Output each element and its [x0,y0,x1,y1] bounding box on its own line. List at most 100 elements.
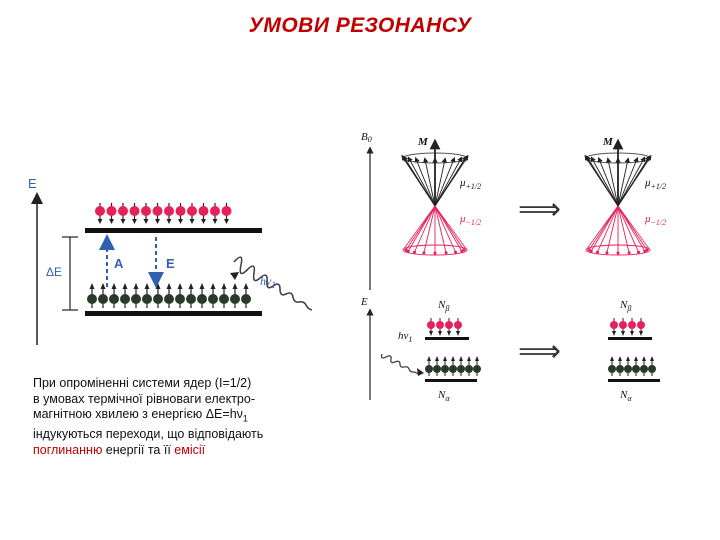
upper-spin-nucleus [198,206,209,216]
mu-minus-vector-tip [595,250,599,254]
mu-plus-vector [586,155,619,207]
upper-spin-arrowhead [212,219,218,224]
alpha-spin-arrowhead [459,356,463,361]
photon-label-left: hν1 [260,274,276,290]
beta-spin-arrowhead [429,331,433,336]
upper-spin-arrowhead [97,219,103,224]
mu-minus-vector [606,205,619,253]
caption-line-4: індукуються переходи, що відповідають [33,427,264,441]
alpha-spin-arrowhead [610,356,614,361]
lower-spin-nucleus [87,294,97,304]
alpha-spin-arrowhead [451,356,455,361]
mu-minus-vector-tip [627,251,631,255]
mu-plus-label-1: μ+1/2 [459,177,481,191]
mu-plus-vector [434,156,463,207]
caption-text: При опроміненні системи ядер (І=1/2) в у… [33,376,333,458]
mu-minus-vector [617,205,648,251]
alpha-level [425,379,477,382]
upper-spin-nucleus [106,206,117,216]
photon-wave-left [233,256,313,311]
mu-minus-vector-tip [406,249,410,253]
mu-minus-vector-tip [433,251,437,255]
energy-level-diagram: E ΔE A E hν1 [28,176,313,345]
mu-minus-vector-tip [422,251,426,255]
mu-minus-vector [434,205,447,253]
emission-term: емісії [174,442,206,457]
beta-spin-arrowhead [438,331,442,336]
mu-plus-vector [590,156,619,207]
upper-spin-nucleus [221,206,232,216]
lower-spin-arrowhead [177,283,183,289]
beta-spin-nucleus [637,321,645,329]
mu-minus-vector-tip [645,248,649,252]
alpha-spin-nucleus [425,365,433,373]
beta-spin-arrowhead [612,331,616,336]
alpha-spin-nucleus [632,365,640,373]
mu-minus-vector-tip [462,248,466,252]
upper-spin-arrowhead [166,219,172,224]
alpha-spin-arrowhead [475,356,479,361]
lower-spin-arrowhead [243,283,249,289]
mu-plus-vector [434,157,447,207]
alpha-spin-nucleus [441,365,449,373]
lower-spin-nucleus [241,294,251,304]
transition-arrow-bottom: ⟹ [518,335,561,368]
absorption-label: A [114,256,124,271]
beta-spin-arrowhead [621,331,625,336]
upper-spin-arrowhead [178,219,183,224]
energy-axis-label: E [28,176,37,191]
mu-minus-vector-tip [444,251,448,255]
upper-spin-nucleus [164,206,174,216]
mu-minus-vector-tip [587,248,591,252]
beta-spin-nucleus [628,321,636,329]
precession-cone-diagram: B0 M μ+1/2 μ−1/2 M μ+1/2 μ−1/2 ⟹ E Nβ Nβ… [360,131,666,403]
alpha-level [608,379,660,382]
beta-spin-arrowhead [639,331,643,336]
lower-spin-nucleus [98,294,108,304]
lower-spin-nucleus [197,294,207,304]
upper-spin-arrowhead [189,219,195,224]
mu-plus-vector [434,154,469,207]
mu-minus-vector-tip [605,251,609,255]
alpha-spin-nucleus [433,365,441,373]
beta-spin-nucleus [610,321,618,329]
lower-spin-arrowhead [199,283,205,289]
mu-minus-vector [434,205,465,251]
emission-label: E [166,256,175,271]
photon-wave-right [380,353,419,375]
mu-minus-vector-tip [404,248,408,252]
mu-plus-vector [597,156,619,207]
beta-spin-arrowhead [456,331,460,336]
alpha-spin-arrowhead [634,356,638,361]
mu-minus-vector [423,205,436,253]
beta-spin-arrowhead [447,331,451,336]
beta-spin-arrowhead [630,331,634,336]
lower-spin-nucleus [120,294,130,304]
upper-spin-arrowhead [155,219,160,224]
photon-label-right: hν1 [398,330,412,344]
upper-energy-level [85,228,262,233]
alpha-spin-arrowhead [443,356,447,361]
n-beta-label-1: Nβ [437,299,449,313]
lower-spin-nucleus [175,294,185,304]
transition-arrow-top: ⟹ [518,193,561,226]
energy-axis-right-label: E [360,296,368,308]
mu-minus-vector [617,205,630,253]
mu-plus-vector [606,157,619,207]
mu-minus-vector-tip [637,250,641,254]
mu-plus-label-2: μ+1/2 [644,177,666,191]
n-alpha-label-1: Nα [437,389,450,403]
slide-title: УМОВИ РЕЗОНАНСУ [248,14,472,37]
mu-minus-vector-tip [616,251,620,255]
magnetization-label-2: M [602,136,614,148]
alpha-spin-nucleus [449,365,457,373]
lower-spin-nucleus [208,294,218,304]
mu-minus-vector-tip [589,249,593,253]
lower-energy-level [85,311,262,316]
absorption-term: поглинанню [33,442,103,457]
beta-level [425,337,469,340]
alpha-spin-arrowhead [642,356,646,361]
lower-spin-nucleus [219,294,229,304]
alpha-spin-arrowhead [626,356,630,361]
lower-spin-arrowhead [221,283,227,289]
